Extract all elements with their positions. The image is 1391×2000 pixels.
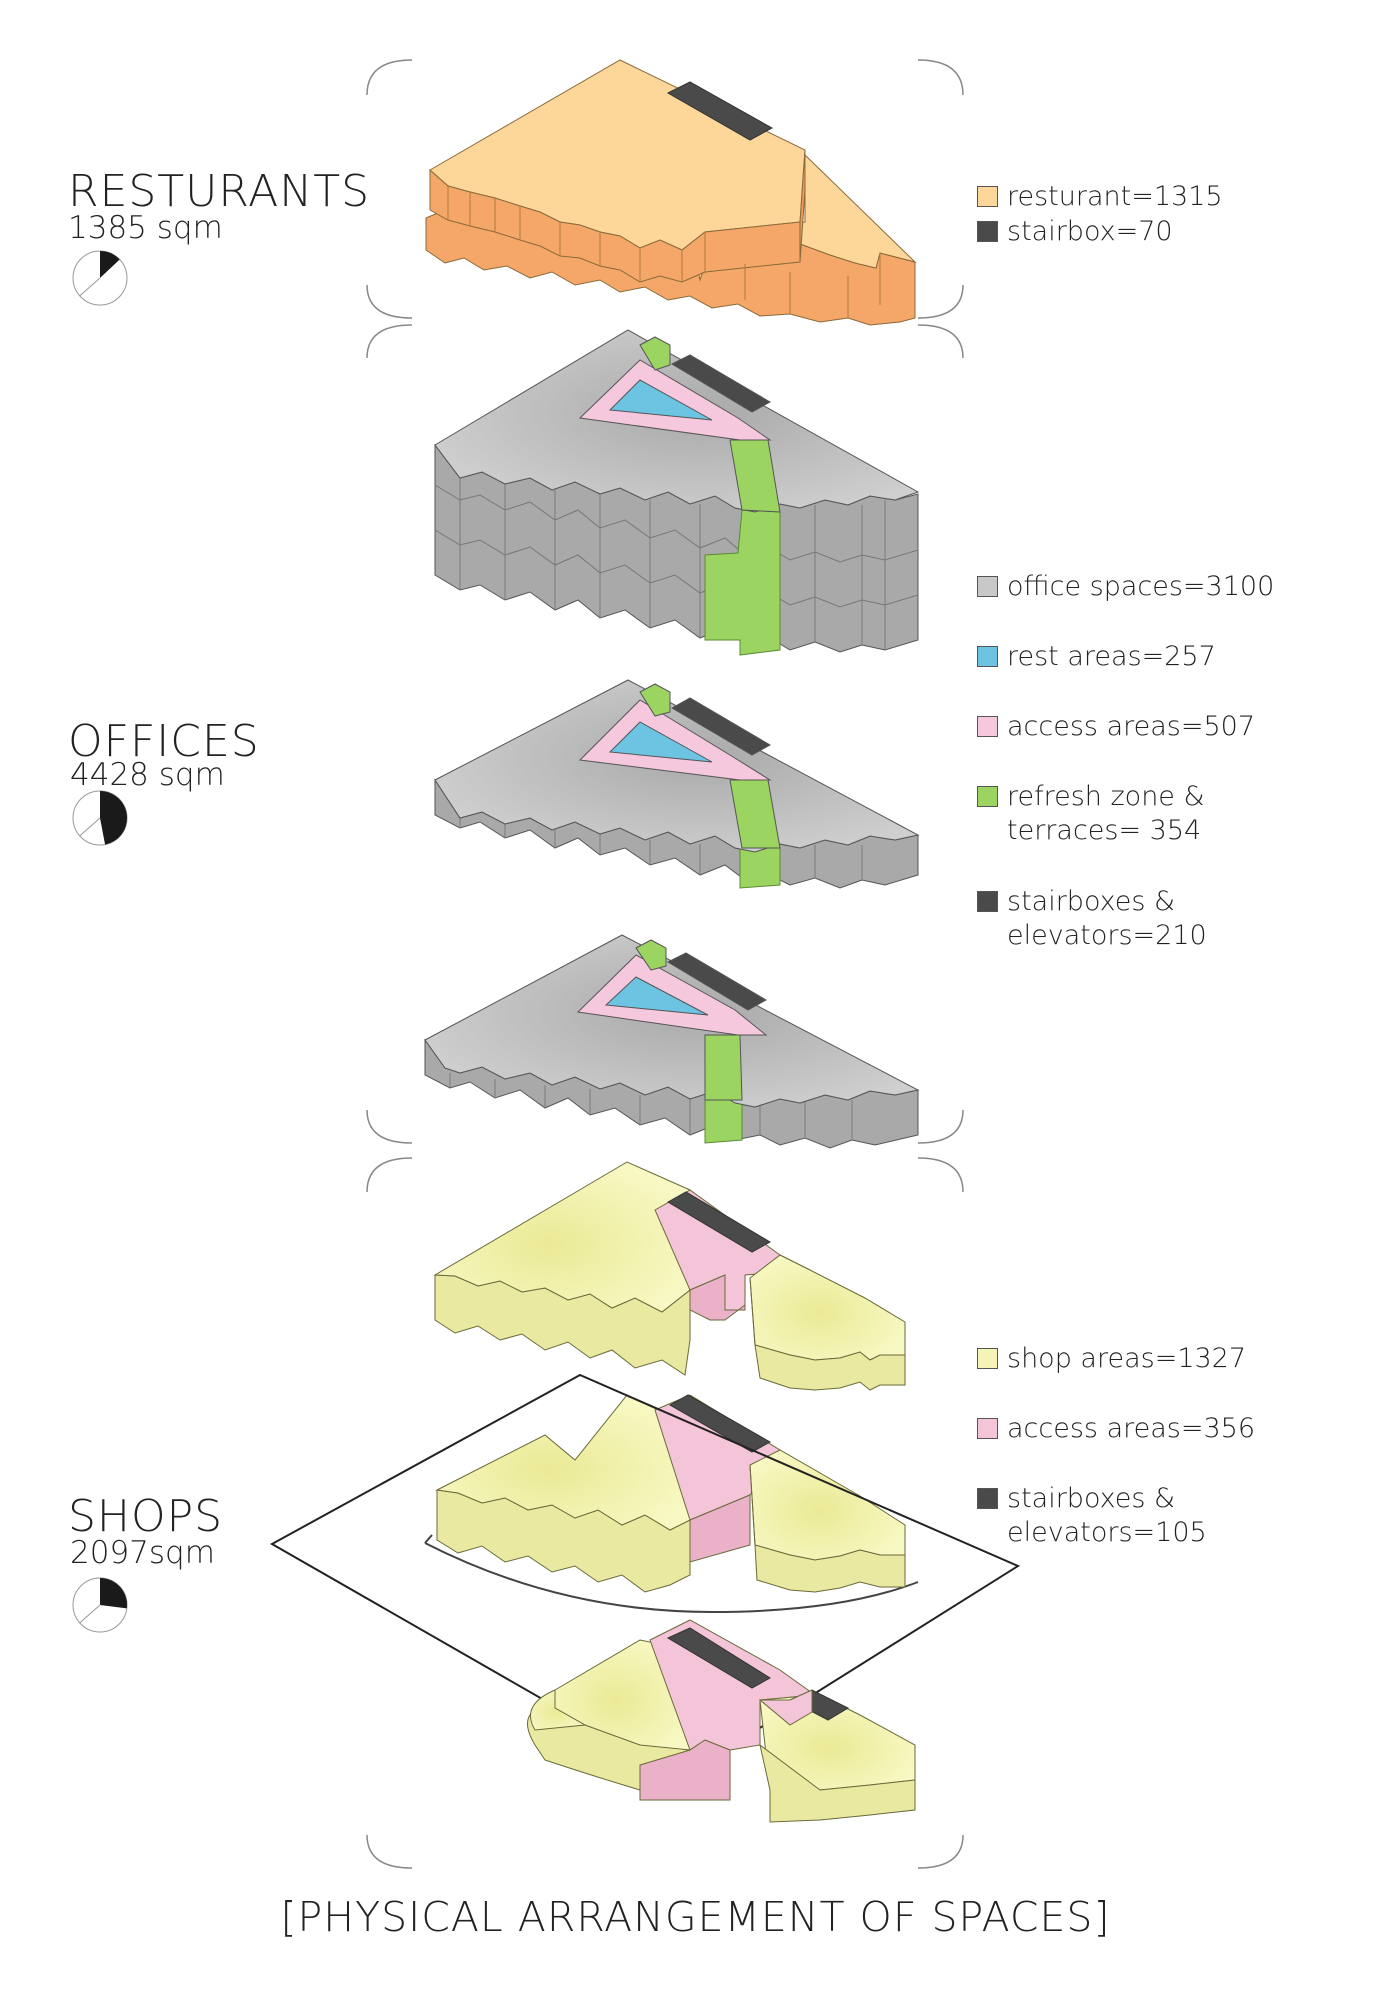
pie-dark-wedge <box>100 251 120 278</box>
legend-label: refresh zone & terraces= 354 <box>1007 781 1205 846</box>
legend-swatch <box>977 576 998 597</box>
legend-item: access areas=356 <box>977 1412 1307 1446</box>
office-stairbox-3 <box>666 952 768 1011</box>
legend-item: rest areas=257 <box>977 640 1307 674</box>
legend-label: stairboxes & elevators=210 <box>1007 886 1207 951</box>
shop3-access-front <box>639 1739 731 1801</box>
shop2-stairbox <box>668 1394 772 1453</box>
pie-dark-wedge <box>100 791 127 845</box>
legend-item: stairbox=70 <box>977 215 1307 249</box>
legend-item: office spaces=3100 <box>977 570 1307 604</box>
office-refresh-column <box>704 509 781 656</box>
restaurants-title: RESTURANTS <box>68 166 370 217</box>
offices-title: OFFICES <box>68 716 260 767</box>
offices-area: 4428 sqm <box>70 757 225 793</box>
legend-item: stairboxes & elevators=210 <box>977 885 1307 953</box>
office-floor-stack <box>434 329 920 656</box>
restaurant-stairbox <box>666 81 774 141</box>
office-terrace-top-3 <box>635 939 667 971</box>
shop3-front-right <box>759 1743 916 1823</box>
shop2-access-front <box>689 1494 751 1563</box>
pie-dark-wedge <box>100 1578 127 1609</box>
shop2-top-left <box>435 1394 691 1531</box>
shop1-access-front <box>689 1274 746 1321</box>
shops-pie-chart <box>72 1577 128 1633</box>
office-stairbox-1 <box>670 354 772 413</box>
shops-floor-3 <box>527 1619 916 1823</box>
restaurants-area: 1385 sqm <box>68 210 223 246</box>
office-rest-2 <box>608 721 713 763</box>
legend-item: access areas=507 <box>977 710 1307 744</box>
office-refresh-top-2 <box>729 779 781 849</box>
restaurants-pie-chart <box>72 250 128 306</box>
offices-pie-chart <box>72 790 128 846</box>
legend-swatch <box>977 1348 998 1369</box>
legend-swatch <box>977 716 998 737</box>
office-refresh-top-3 <box>704 1034 743 1101</box>
legend-item: stairboxes & elevators=105 <box>977 1482 1307 1550</box>
legend-swatch <box>977 1488 998 1509</box>
shop1-stairbox <box>666 1191 772 1253</box>
office-terrace-top-2 <box>639 683 671 717</box>
office-floor-2 <box>434 679 920 889</box>
legend-label: access areas=356 <box>1007 1413 1255 1444</box>
legend-item: refresh zone & terraces= 354 <box>977 780 1307 848</box>
legend-swatch <box>977 646 998 667</box>
shop2-front-right <box>749 1464 906 1593</box>
shop3-left-curve <box>530 1689 587 1731</box>
shop1-top-right <box>749 1254 906 1361</box>
office-rest-1 <box>608 379 713 421</box>
legend-swatch <box>977 221 998 242</box>
shops-floor-2 <box>269 1373 1021 1780</box>
office-access-2 <box>578 699 772 781</box>
office-terrace-top-1 <box>639 336 671 371</box>
office-access-3 <box>576 954 768 1036</box>
shop1-front-right <box>749 1277 906 1391</box>
legend-swatch <box>977 891 998 912</box>
restaurant-upper-side <box>799 149 806 263</box>
office-rest-3 <box>604 976 709 1016</box>
legend-item: resturant=1315 <box>977 180 1307 214</box>
office-floor-3 <box>424 934 920 1149</box>
restaurant-floor <box>425 59 917 326</box>
shops-title: SHOPS <box>68 1491 224 1542</box>
pie-divider <box>79 277 101 297</box>
pie-divider <box>79 817 101 837</box>
pie-divider <box>79 1604 101 1624</box>
legend-label: office spaces=3100 <box>1007 571 1275 602</box>
legend-label: stairbox=70 <box>1007 216 1173 247</box>
shop3-detail <box>758 1689 813 1726</box>
legend-label: resturant=1315 <box>1007 181 1223 212</box>
legend-swatch <box>977 186 998 207</box>
diagram-caption: [PHYSICAL ARRANGEMENT OF SPACES] <box>280 1893 1111 1941</box>
shop2-top-right <box>749 1449 906 1561</box>
legend-swatch <box>977 786 998 807</box>
legend-label: shop areas=1327 <box>1007 1343 1247 1374</box>
bracket-marks <box>366 59 964 1869</box>
shops-area: 2097sqm <box>70 1535 215 1571</box>
legend-swatch <box>977 1418 998 1439</box>
legend-label: rest areas=257 <box>1007 641 1216 672</box>
shop3-stairbox-a <box>666 1627 771 1689</box>
office-stairbox-2 <box>670 697 772 756</box>
legend-label: access areas=507 <box>1007 711 1255 742</box>
shops-floor-1 <box>433 1161 906 1391</box>
office-refresh-top-1 <box>729 439 781 513</box>
legend-item: shop areas=1327 <box>977 1342 1307 1376</box>
legend-label: stairboxes & elevators=105 <box>1007 1483 1207 1548</box>
